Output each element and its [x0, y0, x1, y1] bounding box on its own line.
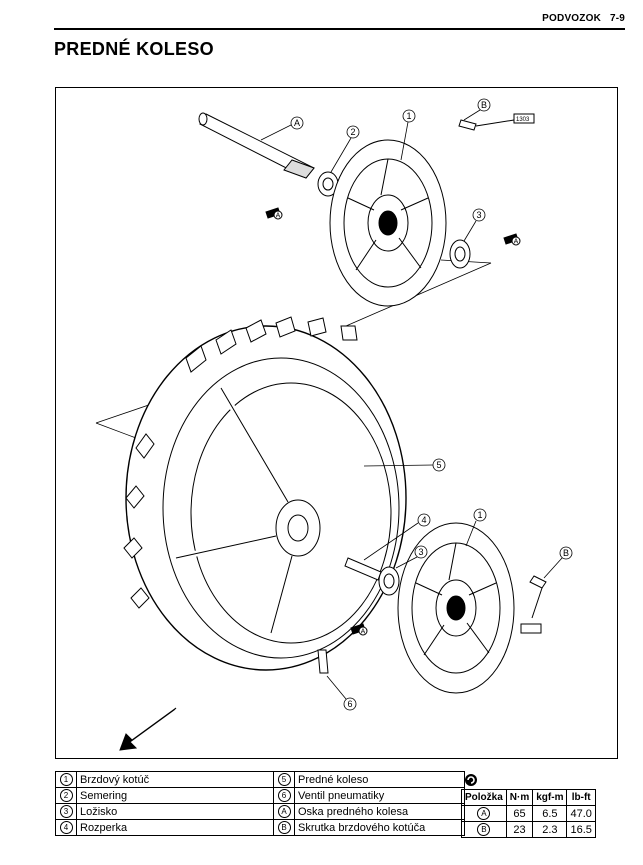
legend-text: Skrutka brzdového kotúča	[294, 819, 465, 836]
legend-symbol: 3	[59, 805, 73, 818]
torque-header-row: Položka N·m kgf-m lb-ft	[461, 789, 596, 806]
legend-row: 3 Ložisko A Oska predného kolesa	[55, 803, 465, 820]
torque-nm: 65	[505, 805, 534, 822]
legend-text: Predné koleso	[294, 771, 465, 788]
header-section: PODVOZOK	[542, 13, 601, 24]
bearing-top	[449, 239, 471, 269]
legend-text: Brzdový kotúč	[76, 771, 274, 788]
callouts: A 2 1 B 3 5 4 1 3 B 6	[260, 98, 573, 711]
legend-symbol: B	[277, 821, 291, 834]
header-page: 7-9	[609, 13, 625, 24]
torque-header: lb-ft	[566, 789, 596, 806]
legend-text: Ložisko	[76, 803, 274, 820]
legend-text: Ventil pneumatiky	[294, 787, 465, 804]
callout-label: B	[481, 100, 487, 110]
callout-label: 1	[406, 111, 411, 121]
brake-disc-bottom	[397, 522, 515, 694]
wheel	[123, 316, 407, 671]
torque-kgfm: 2.3	[532, 821, 568, 838]
page-title: PREDNÉ KOLESO	[54, 39, 214, 59]
tire-valve	[317, 649, 329, 674]
disc-bolt-bottom	[520, 575, 547, 634]
torque-header: Položka	[461, 789, 507, 806]
callout-label: 3	[476, 210, 481, 220]
torque-table: Položka N·m kgf-m lb-ft A 65 6.5 47.0 B …	[461, 789, 596, 838]
torque-lbft: 47.0	[566, 805, 596, 822]
brake-disc-top	[329, 139, 447, 307]
header-text: PODVOZOK 7-9	[542, 13, 625, 24]
torque-lbft: 16.5	[566, 821, 596, 838]
legend-symbol: 1	[59, 773, 73, 786]
torque-nm: 23	[505, 821, 534, 838]
torque-mark-label: A	[514, 239, 519, 246]
torque-mark-label: A	[361, 629, 366, 636]
torque-kgfm: 6.5	[532, 805, 568, 822]
legend-symbol: A	[277, 805, 291, 818]
torque-item: B	[477, 823, 491, 836]
legend-symbol: 2	[59, 789, 73, 802]
legend-symbol: 5	[277, 773, 291, 786]
direction-arrow	[119, 707, 177, 751]
bearing-bottom	[378, 566, 400, 596]
callout-label: 6	[347, 699, 352, 709]
callout-label: 5	[436, 460, 441, 470]
parts-legend: 1 Brzdový kotúč 5 Predné koleso 2 Semeri…	[55, 771, 465, 836]
legend-row: 2 Semering 6 Ventil pneumatiky	[55, 787, 465, 804]
disc-bolt-top	[458, 113, 535, 131]
torque-row: A 65 6.5 47.0	[461, 805, 596, 822]
axle	[198, 112, 315, 179]
torque-mark-label: A	[276, 213, 281, 220]
legend-text: Oska predného kolesa	[294, 803, 465, 820]
callout-label: A	[294, 118, 300, 128]
callout-label: 2	[350, 127, 355, 137]
legend-row: 4 Rozperka B Skrutka brzdového kotúča	[55, 819, 465, 836]
torque-row: B 23 2.3 16.5	[461, 821, 596, 838]
callout-label: 4	[421, 515, 426, 525]
legend-row: 1 Brzdový kotúč 5 Predné koleso	[55, 771, 465, 788]
torque-header: N·m	[505, 789, 534, 806]
torque-header: kgf-m	[532, 789, 568, 806]
callout-label: 3	[418, 547, 423, 557]
diagram-svg: A 2 1 B 3 5 4 1 3 B 6 A A A	[95, 98, 573, 751]
exploded-diagram: A 2 1 B 3 5 4 1 3 B 6 A A A	[55, 87, 618, 759]
callout-label: 1	[477, 510, 482, 520]
callout-label: B	[563, 548, 569, 558]
legend-symbol: 4	[59, 821, 73, 834]
legend-symbol: 6	[277, 789, 291, 802]
page-header: PODVOZOK 7-9	[54, 12, 625, 30]
torque-wrench-icon	[465, 774, 477, 786]
torque-marks: A A A	[265, 207, 521, 636]
legend-text: Rozperka	[76, 819, 274, 836]
thread-lock-label: 1303	[516, 117, 530, 123]
torque-item: A	[477, 807, 491, 820]
tire-tread	[123, 316, 358, 609]
legend-text: Semering	[76, 787, 274, 804]
spacer	[344, 557, 382, 581]
